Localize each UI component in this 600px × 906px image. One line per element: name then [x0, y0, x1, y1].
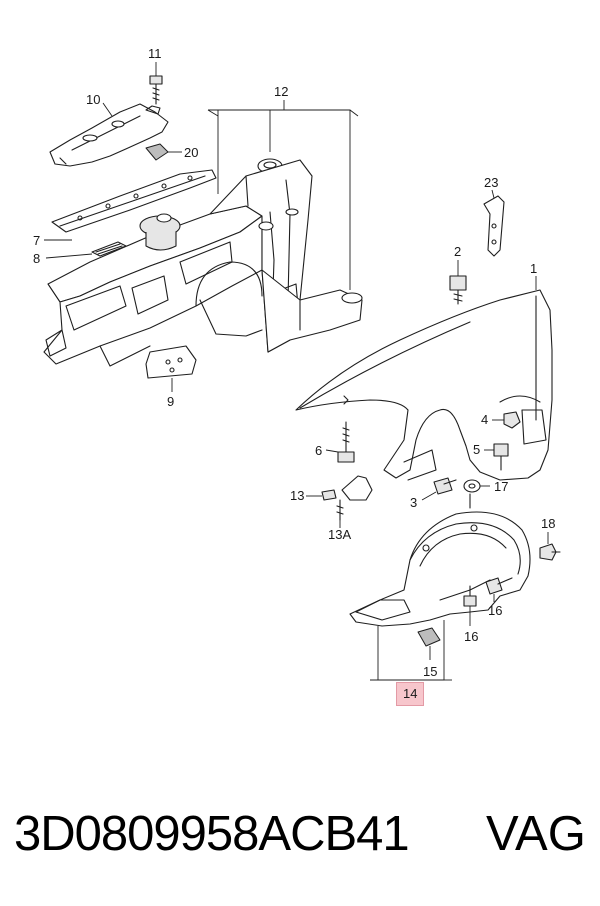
brand-text: VAG	[486, 807, 586, 861]
callout-11: 11	[148, 46, 162, 61]
front-structure	[43, 159, 363, 367]
part-16-screws	[463, 577, 513, 626]
callout-14-highlighted: 14	[396, 682, 425, 706]
callout-8: 8	[33, 251, 41, 266]
callout-10: 10	[86, 92, 101, 107]
callout-5: 5	[473, 442, 481, 457]
callout-9: 9	[167, 394, 175, 409]
callout-13a: 13A	[328, 527, 352, 542]
part-10-cover-plate	[49, 102, 169, 167]
callout-20: 20	[184, 145, 199, 160]
part-14-wheel-liner	[349, 511, 531, 681]
callout-16-upper: 16	[488, 603, 503, 618]
part-18-rivet	[539, 532, 561, 561]
part-6-bolt	[325, 395, 355, 463]
part-3-bolt	[421, 477, 457, 501]
part-5-bolt	[484, 443, 509, 471]
callout-12: 12	[274, 84, 289, 99]
part-4-nut	[492, 411, 521, 429]
callout-18: 18	[541, 516, 556, 531]
part-1-fender	[295, 276, 553, 481]
callout-16-lower: 16	[464, 629, 479, 644]
callout-17: 17	[494, 479, 509, 494]
callout-7: 7	[33, 233, 41, 248]
part-12-bracket-leader	[207, 100, 359, 290]
part-11-bolt	[145, 62, 163, 115]
callout-3: 3	[410, 495, 418, 510]
part-20-clip-nut	[145, 143, 182, 161]
part-9-bracket	[145, 345, 197, 392]
part-8-grille	[45, 241, 127, 259]
part-number-text: 3D0809958ACB41	[14, 807, 410, 861]
callout-15: 15	[423, 664, 438, 679]
callout-23: 23	[484, 175, 499, 190]
part-7-rail-strip	[44, 169, 217, 241]
part-17-grommet	[463, 479, 490, 509]
callout-2: 2	[454, 244, 462, 259]
part-13-bracket	[306, 475, 373, 528]
part-23-bracket	[483, 189, 505, 257]
callout-4: 4	[481, 412, 489, 427]
callout-1: 1	[530, 261, 538, 276]
part-15-clip	[417, 627, 441, 660]
callout-13: 13	[290, 488, 305, 503]
callout-6: 6	[315, 443, 323, 458]
part-2-bolt	[449, 260, 467, 305]
